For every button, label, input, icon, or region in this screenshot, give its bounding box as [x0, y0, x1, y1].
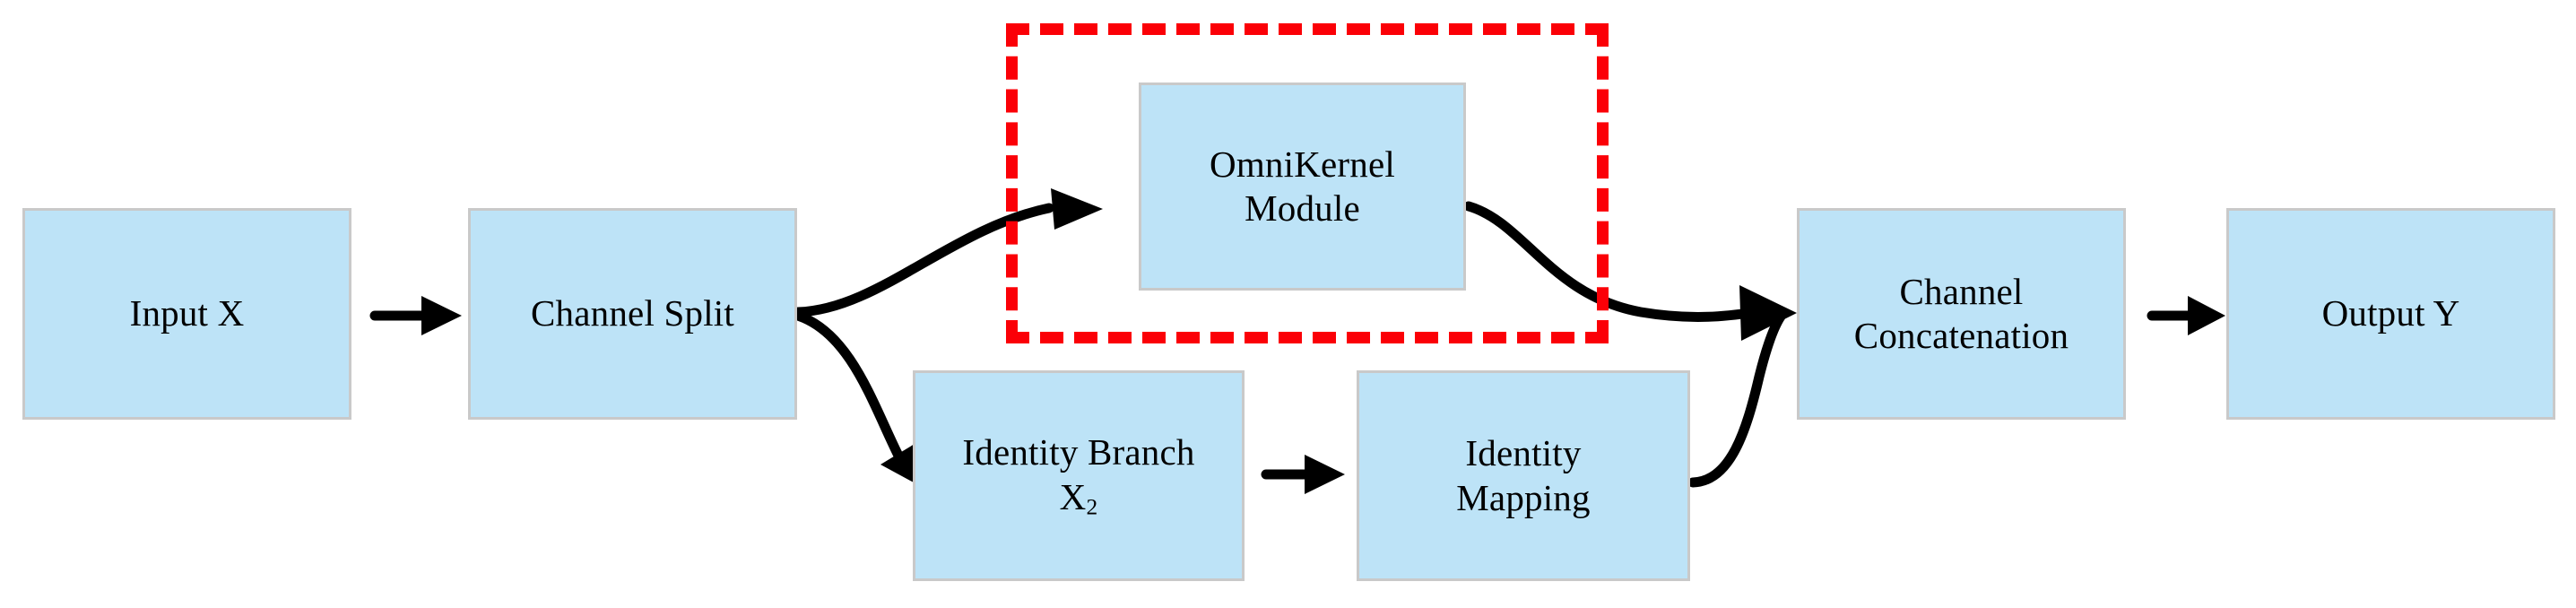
edge-split-to-identity-branch	[793, 310, 924, 488]
edge-mapping-to-concat	[1687, 311, 1786, 488]
edge-split-to-omnikernel	[793, 188, 1103, 317]
edge-input-to-channel-split	[369, 296, 462, 335]
node-input-x-label: Input X	[129, 292, 245, 334]
node-omnikernel-module-label: OmniKernel Module	[1210, 143, 1395, 229]
edge-omnikernel-to-concat	[1463, 201, 1797, 341]
node-channel-split-label: Channel Split	[531, 292, 734, 334]
node-output-y[interactable]: Output Y	[2226, 208, 2555, 420]
node-channel-split[interactable]: Channel Split	[468, 208, 797, 420]
node-input-x[interactable]: Input X	[22, 208, 351, 420]
node-channel-concatenation[interactable]: Channel Concatenation	[1797, 208, 2126, 420]
edge-identity-branch-to-mapping	[1261, 455, 1345, 494]
node-output-y-label: Output Y	[2321, 292, 2460, 334]
node-identity-branch-text: Identity Branch	[962, 431, 1195, 473]
edge-concat-to-output	[2147, 296, 2225, 335]
node-identity-branch-subscript: 2	[1086, 494, 1098, 520]
node-channel-concatenation-label: Channel Concatenation	[1853, 270, 2069, 356]
node-identity-mapping[interactable]: Identity Mapping	[1357, 370, 1690, 581]
node-identity-mapping-label: Identity Mapping	[1456, 432, 1591, 518]
node-identity-branch-var: X	[1059, 475, 1087, 517]
node-omnikernel-module[interactable]: OmniKernel Module	[1139, 83, 1466, 291]
